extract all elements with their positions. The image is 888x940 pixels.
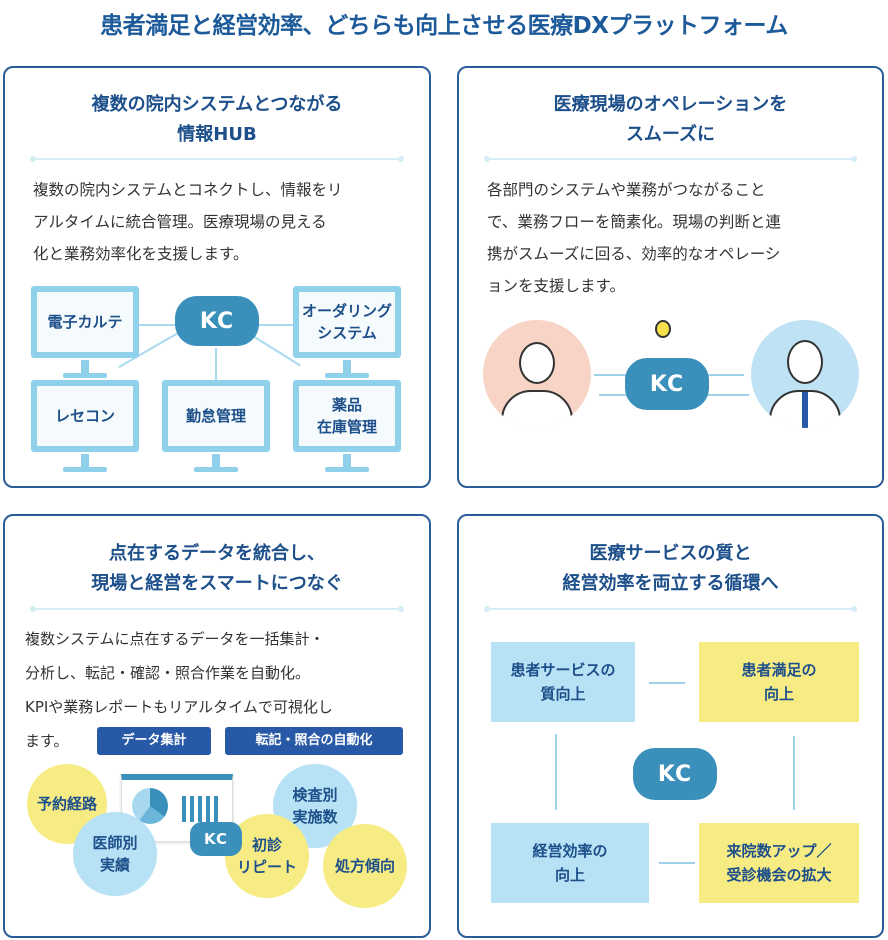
divider [30,156,404,162]
card-title: 医療現場のオペレーションを [553,94,788,115]
staff-avatar-icon [483,320,591,428]
card-cycle: 医療サービスの質と 経営効率を両立する循環へ 患者サービスの 質向上 患者満足の… [457,514,884,938]
arrow-left-icon [659,862,695,864]
card-title: スムーズに [625,124,716,145]
cycle-step-patient-satisfaction: 患者満足の 向上 [699,642,859,722]
kc-logo-icon: KC [175,296,259,346]
arrow-up-icon [555,734,557,810]
system-monitor: 薬品 在庫管理 [293,380,401,472]
card-text: 複数の院内システムとコネクトし、情報をリアルタイムに統合管理。医療現場の見える化… [33,181,343,263]
card-title: 経営効率を両立する循環へ [562,573,779,594]
divider [484,156,857,162]
system-monitor: オーダリング システム [293,286,401,378]
kc-logo-icon: KC [625,358,709,410]
arrow-right-icon [649,682,685,684]
system-monitor: 勤怠管理 [162,380,270,472]
cycle-step-visits-increase: 来院数アップ／ 受診機会の拡大 [699,823,859,903]
card-title: 医療サービスの質と [589,543,752,564]
system-monitor: 電子カルテ [31,286,139,378]
system-monitor: レセコン [31,380,139,472]
tag-auto-transcription: 転記・照合の自動化 [225,727,403,755]
divider [484,606,857,612]
card-info-hub: 複数の院内システムとつながる 情報HUB 複数の院内システムとコネクトし、情報を… [3,66,431,488]
card-title: 複数の院内システムとつながる [91,94,343,115]
bubble-prescription-trend: 処方傾向 [323,824,407,908]
card-text: 複数システムに点在するデータを一括集計・分析し、転記・確認・照合作業を自動化。K… [25,630,333,750]
page-title: 患者満足と経営効率、どちらも向上させる医療DXプラットフォーム [100,13,788,39]
card-data-integration: 点在するデータを統合し、 現場と経営をスマートにつなぐ 複数システムに点在するデ… [3,514,431,938]
card-title: 点在するデータを統合し、 [109,543,325,564]
lightbulb-icon [655,320,671,338]
kc-logo-icon: KC [190,822,242,856]
tag-data-aggregation: データ集計 [97,727,211,755]
cycle-step-management-efficiency: 経営効率の 向上 [491,823,649,903]
card-title: 情報HUB [177,124,257,145]
doctor-avatar-icon [751,320,859,428]
card-operations: 医療現場のオペレーションを スムーズに 各部門のシステムや業務がつながることで、… [457,66,884,488]
cycle-step-service-quality: 患者サービスの 質向上 [491,642,635,722]
arrow-down-icon [793,736,795,810]
card-text: 各部門のシステムや業務がつながることで、業務フローを簡素化。現場の判断と連携がス… [487,181,781,295]
divider [30,606,404,612]
bubble-doctor-results: 医師別 実績 [73,812,157,896]
card-title: 現場と経営をスマートにつなぐ [91,573,343,594]
kc-logo-icon: KC [633,748,717,800]
